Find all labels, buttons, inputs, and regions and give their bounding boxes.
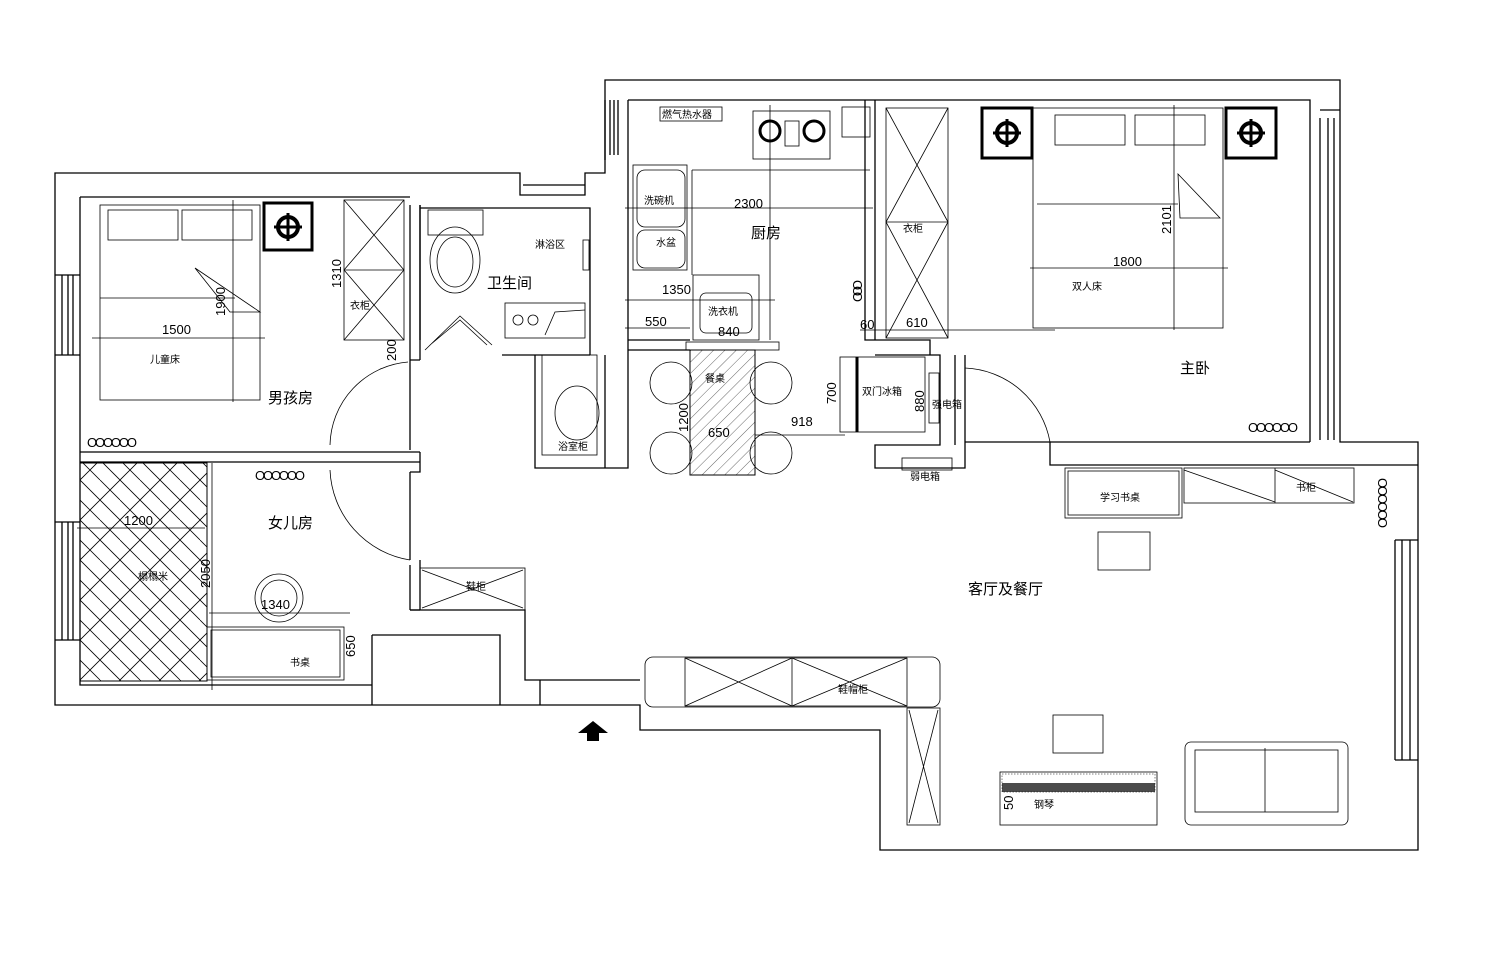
boys-wardrobe <box>343 199 405 341</box>
dimension: 610 <box>906 315 928 330</box>
room-label-boys: 男孩房 <box>268 389 313 407</box>
dimension: 1340 <box>261 597 290 612</box>
study-desk <box>1064 467 1183 519</box>
kids-bed <box>92 200 265 402</box>
dining-table <box>649 341 845 476</box>
room-label-master: 主卧 <box>1180 359 1210 377</box>
dimension: 2300 <box>734 196 763 211</box>
water-heater <box>659 106 723 122</box>
sofa <box>1184 741 1349 826</box>
label: 双人床 <box>1072 280 1102 293</box>
svg-text:OOOOOO: OOOOOO <box>1248 420 1298 435</box>
walls <box>54 79 1419 851</box>
label: 书桌 <box>290 656 310 669</box>
hall-cabinet <box>644 656 941 826</box>
room-label-kitchen: 厨房 <box>751 224 781 242</box>
bath-counter <box>504 302 586 339</box>
label: 学习书桌 <box>1100 491 1140 504</box>
dimension: 880 <box>912 390 927 412</box>
dimension: 1800 <box>1113 254 1142 269</box>
label: 强电箱 <box>932 398 962 411</box>
label: 衣柜 <box>350 299 370 312</box>
toilet <box>427 209 484 294</box>
dimension: 1200 <box>676 403 691 432</box>
label: 洗碗机 <box>644 194 674 207</box>
nightstand <box>980 106 1278 160</box>
dimension: 1310 <box>329 259 344 288</box>
svg-text:OOO: OOO <box>850 280 865 302</box>
washing-machine <box>692 274 760 341</box>
dimension: 650 <box>708 425 730 440</box>
label: 鞋帽柜 <box>838 683 868 696</box>
dimension: 550 <box>645 314 667 329</box>
up-arrow-icon <box>578 721 608 741</box>
dimension: 1350 <box>662 282 691 297</box>
label: 儿童床 <box>150 353 180 366</box>
desk <box>206 626 345 681</box>
sink <box>632 164 688 271</box>
chair <box>254 573 304 623</box>
dimension: 50 <box>1001 796 1016 810</box>
label: 水盆 <box>656 236 676 249</box>
dimension: 200 <box>384 339 399 361</box>
bookcase <box>1183 467 1355 504</box>
label: 书柜 <box>1296 481 1316 494</box>
svg-text:OOOOOO: OOOOOO <box>1375 478 1390 528</box>
label: 衣柜 <box>903 222 923 235</box>
label: 餐桌 <box>705 372 725 385</box>
label: 淋浴区 <box>535 238 565 251</box>
double-bed <box>1030 105 1228 330</box>
nightstand <box>262 201 314 252</box>
dimension: 1500 <box>162 322 191 337</box>
dimension: 1200 <box>124 513 153 528</box>
piano <box>999 771 1158 826</box>
svg-text:OOOOOO: OOOOOO <box>255 468 305 483</box>
svg-text:OOOOOO: OOOOOO <box>87 435 137 450</box>
vanity <box>541 354 598 456</box>
dimension: 1900 <box>213 287 228 316</box>
label: 鞋柜 <box>466 580 486 593</box>
dimension: 700 <box>824 382 839 404</box>
shoe-cabinet <box>419 567 526 611</box>
dimension: 2101 <box>1159 205 1174 234</box>
dimension: 650 <box>343 635 358 657</box>
dimension: 840 <box>718 324 740 339</box>
label: 浴室柜 <box>558 440 588 453</box>
stove <box>752 110 831 160</box>
dimension: 60 <box>860 317 874 332</box>
room-label-living: 客厅及餐厅 <box>968 580 1043 598</box>
room-label-bathroom: 卫生间 <box>487 274 532 292</box>
label: 燃气热水器 <box>662 108 712 121</box>
label: 洗衣机 <box>708 305 738 318</box>
tatami <box>77 462 213 690</box>
fridge <box>839 356 953 471</box>
room-label-girls: 女儿房 <box>268 514 313 532</box>
radiator: OOOOOO OOOOOO OOOOOO OOOOOO OOO <box>87 280 1390 528</box>
kitchen-wardrobe <box>885 107 949 339</box>
label: 钢琴 <box>1034 798 1054 811</box>
dimension: 2050 <box>198 559 213 588</box>
label: 榻榻米 <box>138 570 168 583</box>
label: 双门冰箱 <box>862 385 902 398</box>
doors <box>329 315 1051 561</box>
dimension: 918 <box>791 414 813 429</box>
label: 弱电箱 <box>910 470 940 483</box>
